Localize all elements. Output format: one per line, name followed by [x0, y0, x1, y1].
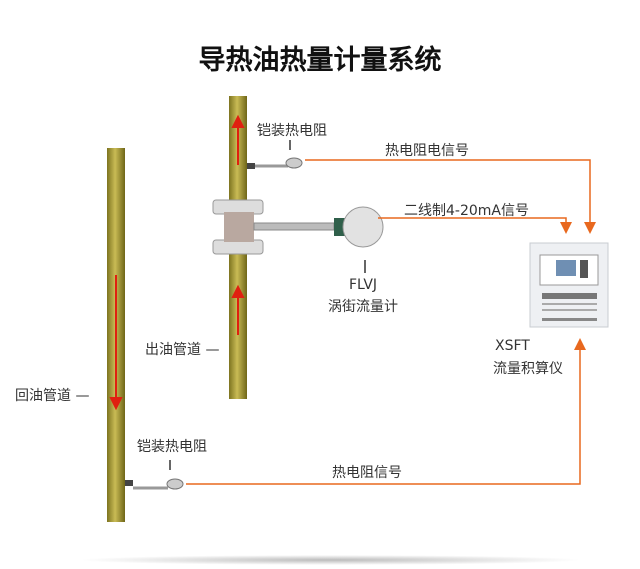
- signal-line-flow: [378, 217, 567, 222]
- integrator-cabinet: [529, 242, 609, 328]
- label-signal-flow: 二线制4-20mA信号: [404, 203, 529, 219]
- arrow-bottom: [574, 338, 586, 350]
- label-flowmeter-model: FLVJ: [349, 277, 378, 293]
- label-integrator-name: 流量积算仪: [493, 361, 563, 377]
- arrow-flow: [560, 222, 572, 234]
- upper-thermo-sensor: [247, 157, 303, 169]
- label-lower-sensor: 铠装热电阻: [137, 439, 207, 455]
- signal-line-top: [305, 159, 591, 222]
- label-integrator-model: XSFT: [495, 338, 530, 354]
- label-outlet-pipe: 出油管道 —: [145, 342, 220, 358]
- label-return-pipe: 回油管道 —: [15, 388, 90, 404]
- arrow-top: [584, 222, 596, 234]
- label-signal-bottom: 热电阻信号: [332, 465, 402, 481]
- label-flowmeter-name: 涡街流量计: [328, 299, 398, 315]
- label-upper-sensor: 铠装热电阻: [257, 123, 327, 139]
- label-signal-top: 热电阻电信号: [385, 143, 469, 159]
- vortex-flowmeter: [212, 199, 384, 255]
- lower-thermo-sensor: [125, 478, 184, 490]
- signal-line-bottom: [186, 350, 581, 485]
- floor-shadow: [80, 555, 580, 565]
- diagram-title: 导热油热量计量系统: [198, 45, 442, 76]
